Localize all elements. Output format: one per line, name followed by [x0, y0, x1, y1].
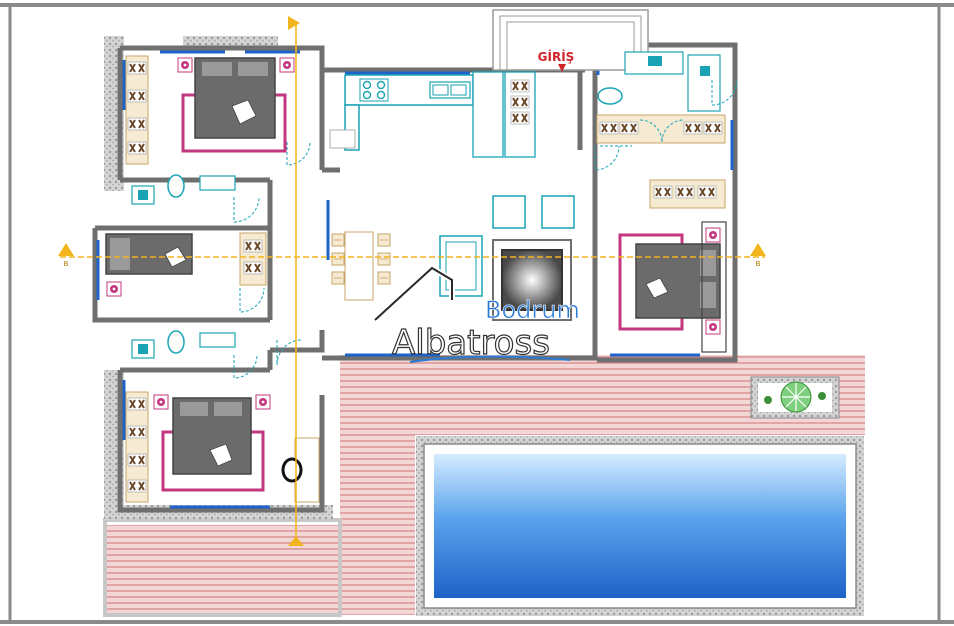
windows [96, 50, 734, 509]
armchair [541, 195, 575, 229]
section-marker-icon [288, 16, 300, 30]
door-swing [594, 145, 632, 171]
stove-icon [359, 78, 389, 102]
washbasin-icon [199, 332, 236, 348]
sink-icon [429, 81, 471, 99]
deck-border [103, 518, 342, 617]
toilet-icon [167, 330, 185, 354]
lamp-icon [153, 394, 169, 410]
toilet-icon [167, 174, 185, 198]
walls [92, 42, 738, 513]
wardrobe [125, 391, 149, 503]
deck-lower [105, 525, 415, 615]
pool [434, 454, 846, 598]
wardrobe [125, 55, 149, 165]
toilet-icon [281, 457, 303, 483]
lamp-icon [106, 281, 122, 297]
dining-table [344, 231, 374, 301]
watermark-logo: Bodrum Albatross [372, 264, 580, 364]
section-label-right: B [756, 260, 761, 268]
section-label-left: B [64, 260, 69, 268]
entrance-label: GİRİŞ [538, 49, 575, 64]
lamp-icon [177, 57, 193, 73]
pantry-shelf-icon [510, 79, 530, 93]
armchair [492, 195, 526, 229]
fridge [472, 71, 504, 158]
washbasin-icon [199, 175, 236, 191]
lamp-icon [705, 227, 721, 243]
section-marker-icon [58, 243, 74, 256]
sofa [439, 235, 483, 297]
watermark-line1: Bodrum [485, 296, 580, 324]
shower-icon [687, 54, 721, 112]
toilet-icon [597, 87, 623, 105]
wardrobe [596, 114, 726, 144]
entrance-porch [492, 9, 649, 71]
entrance-arrow-icon [558, 64, 566, 72]
chair-icon [331, 233, 345, 247]
